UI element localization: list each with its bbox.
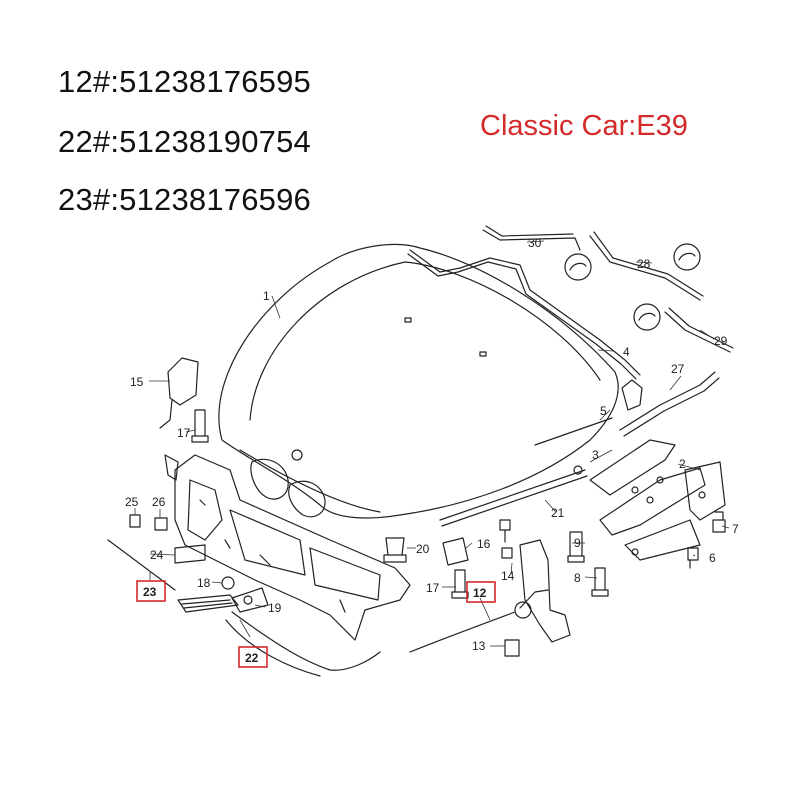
hood-support-15 [167,357,199,406]
callout-13: 13 [472,639,486,653]
kidney-grille-right [288,480,326,518]
seal-strip-28 [589,235,701,301]
callout-16: 16 [477,537,491,551]
callout-7: 7 [732,522,739,536]
clip-detail-circle-28 [673,243,701,271]
stop-buffer-20 [383,537,407,563]
gas-strut-21 [439,469,586,521]
highlight-box-22 [238,646,268,668]
callout-3: 3 [592,448,599,462]
hinge-bracket-2 [684,461,726,521]
callout-6: 6 [709,551,716,565]
hinge-arm-3 [589,439,676,496]
clip-detail-circle-29 [633,303,661,331]
hood-lock-14 [519,539,571,643]
callout-18: 18 [197,576,211,590]
hood-panel [218,243,619,519]
striker-16 [442,537,469,566]
cable-12 [409,611,516,653]
callout-27: 27 [671,362,685,376]
callout-22: 22 [245,651,259,665]
highlight-box-12 [466,581,496,603]
part-number-22: 22#:51238190754 [58,124,311,159]
seal-strip-27 [619,371,716,431]
callout-24: 24 [150,548,164,562]
callout-17-upper: 17 [177,426,191,440]
callout-21: 21 [551,506,565,520]
callout-20: 20 [416,542,430,556]
callout-9: 9 [574,536,581,550]
highlight-box-23 [136,580,166,602]
callout-2: 2 [679,457,686,471]
vehicle-title: Classic Car:E39 [480,110,688,142]
callout-28: 28 [637,257,651,271]
callout-23: 23 [143,585,157,599]
clip-detail-circle-30 [564,253,592,281]
callout-29: 29 [714,334,728,348]
callout-12: 12 [473,586,487,600]
callout-4: 4 [623,345,630,359]
part-number-12: 12#:51238176595 [58,64,311,99]
release-handle-23 [177,594,239,613]
part-number-23: 23#:51238176596 [58,182,311,217]
front-carrier-panel [174,454,411,641]
callout-15: 15 [130,375,144,389]
lock-mount-19 [231,587,269,613]
callout-19: 19 [268,601,282,615]
callout-26: 26 [152,495,166,509]
callout-14: 14 [501,569,515,583]
seal-rod-5 [534,417,613,446]
seal-profile-4 [409,249,641,376]
cable-22 [231,611,381,671]
hood-crease-line [249,261,601,421]
callout-1: 1 [263,289,270,303]
callout-30: 30 [528,236,542,250]
callout-8: 8 [574,571,581,585]
kidney-grille-left [250,458,289,500]
callout-5: 5 [600,404,607,418]
callout-17-lower: 17 [426,581,440,595]
callout-25: 25 [125,495,139,509]
seal-strip-29 [664,311,731,353]
seal-strip-30 [482,229,581,251]
